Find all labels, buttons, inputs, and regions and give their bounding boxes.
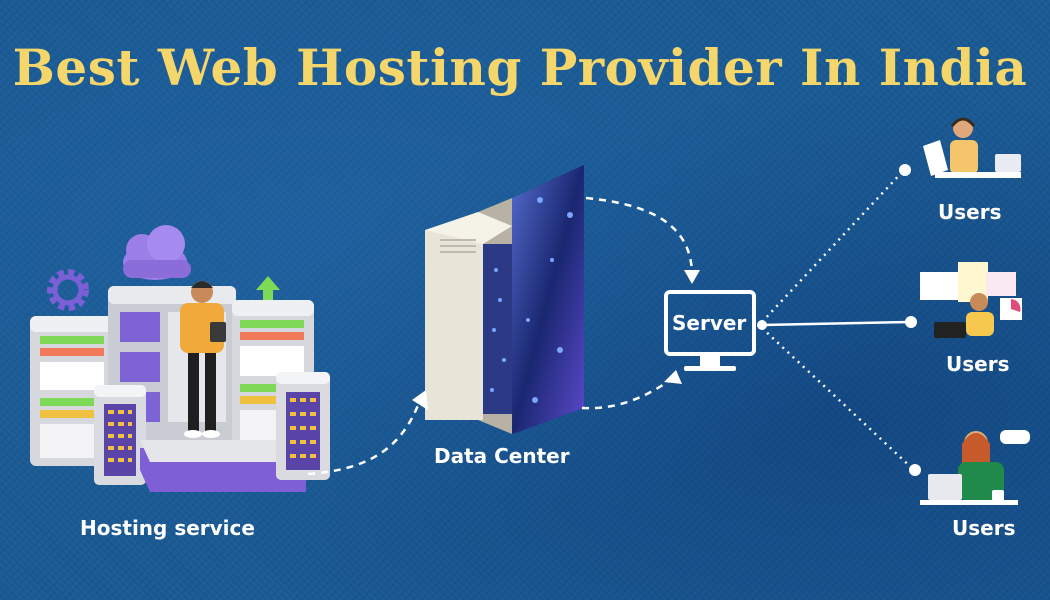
user-illustration-middle (920, 262, 1022, 338)
server-unit-front-right (276, 372, 330, 480)
arrowheads (412, 270, 700, 410)
users-label-middle: Users (946, 352, 1010, 376)
page-title: Best Web Hosting Provider In India (12, 38, 1028, 97)
data-center-label: Data Center (434, 444, 570, 468)
link-dot-server (757, 320, 767, 330)
users-label-top: Users (938, 200, 1002, 224)
arrow-datacenter-to-server-bottom (581, 374, 677, 410)
server-unit-front-left (94, 385, 146, 485)
link-dot-user-top (899, 164, 911, 176)
hosting-service-illustration (30, 225, 330, 492)
arrow-datacenter-to-server-top (585, 196, 694, 273)
user-illustration-top (923, 117, 1021, 178)
user-illustration-bottom (920, 430, 1030, 505)
gear-icon (47, 269, 89, 311)
data-center-illustration (425, 165, 584, 434)
users-label-bottom: Users (952, 516, 1016, 540)
arrow-hosting-to-datacenter (307, 399, 422, 476)
hosting-service-label: Hosting service (80, 516, 255, 540)
server-monitor (664, 290, 756, 371)
server-label: Server (672, 311, 747, 335)
server-rack-left (30, 316, 115, 466)
server-to-users-links (757, 164, 921, 476)
platform (140, 440, 306, 492)
link-dot-user-middle (905, 316, 917, 328)
link-dot-user-bottom (909, 464, 921, 476)
technician-figure (180, 281, 226, 438)
cloud-icon (123, 225, 191, 280)
upload-arrow-icon (256, 276, 280, 302)
